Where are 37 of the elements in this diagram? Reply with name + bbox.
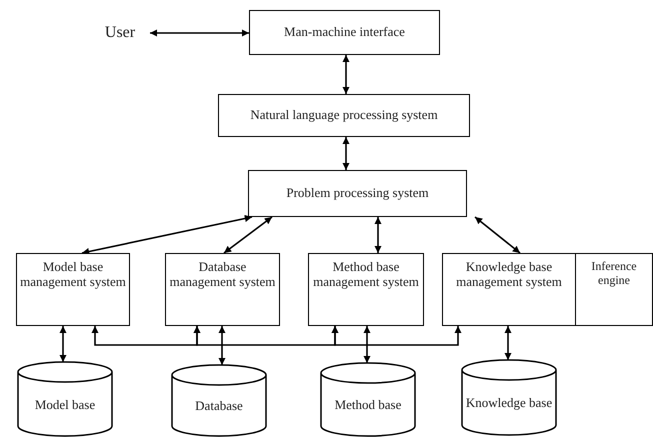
double-arrow xyxy=(331,326,462,346)
double-arrow xyxy=(363,326,371,363)
double-arrow xyxy=(374,217,382,253)
store-label: Method base xyxy=(334,398,402,413)
actor-label: User xyxy=(104,24,136,42)
box-label: Man-machine interface xyxy=(284,25,405,40)
double-arrow xyxy=(218,326,226,365)
double-arrow xyxy=(342,137,350,170)
database-cylinder xyxy=(320,363,416,436)
box-label: Database management system xyxy=(168,260,276,290)
process-box xyxy=(308,253,424,326)
process-box xyxy=(442,253,576,326)
store-label: Database xyxy=(195,399,243,414)
process-box xyxy=(248,170,467,217)
database-cylinder xyxy=(171,365,267,436)
double-arrow xyxy=(150,29,249,37)
double-arrow xyxy=(59,326,67,362)
database-cylinder xyxy=(17,362,113,436)
process-box xyxy=(575,253,653,326)
box-label: Method base management system xyxy=(312,260,420,290)
box-label: Inference engine xyxy=(590,260,638,288)
box-label: Natural language processing system xyxy=(250,108,438,123)
process-box xyxy=(218,94,470,137)
store-label: Model base xyxy=(34,398,96,412)
double-arrow xyxy=(224,216,272,254)
process-box xyxy=(16,253,130,326)
process-box xyxy=(249,10,440,55)
double-arrow xyxy=(342,55,350,94)
box-label: Model base management system xyxy=(19,260,127,290)
double-arrow xyxy=(474,216,520,254)
box-label: Knowledge base management system xyxy=(455,260,563,290)
box-label: Problem processing system xyxy=(286,186,429,201)
store-label: Knowledge base xyxy=(466,396,552,411)
database-cylinder xyxy=(461,360,557,435)
double-arrow xyxy=(82,214,252,256)
process-box xyxy=(165,253,280,326)
double-arrow xyxy=(504,326,512,360)
